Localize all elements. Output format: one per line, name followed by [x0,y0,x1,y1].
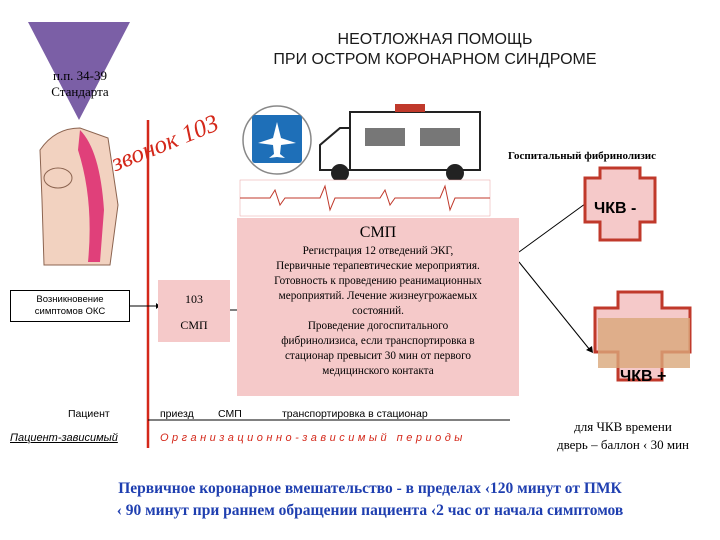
onset-line-1: Возникновение [36,294,104,305]
smp-line: состояний. [352,305,404,317]
ref-line-1: п.п. 34-39 [53,68,107,83]
box-103 [158,280,230,342]
timeline-transport: транспортировка в стационар [282,408,428,420]
patient-dependent-period: Пациент-зависимый [10,432,118,444]
symptom-onset-box: Возникновение симптомов ОКС [10,290,130,322]
pci-door-balloon: для ЧКВ времени дверь – баллон ‹ 30 мин [528,418,718,454]
cath-lab-photo [598,318,690,368]
timeline-arrival: приезд [160,408,194,420]
timeline-smp: СМП [218,408,242,420]
ecg-strip [239,179,491,217]
page-title: НЕОТЛОЖНАЯ ПОМОЩЬ ПРИ ОСТРОМ КОРОНАРНОМ … [200,30,670,70]
org-dependent-period: Организационно-зависимый периоды [160,432,466,444]
smp-line: Проведение догоспитального [307,320,449,332]
smp-body: Регистрация 12 отведений ЭКГ, Первичные … [242,244,514,379]
standard-banner [28,22,130,120]
cross-ckv-minus [583,166,657,242]
smp-header: СМП [359,224,397,241]
onset-line-2: симптомов ОКС [34,306,106,317]
smp-box [237,218,519,396]
smp-line: Регистрация 12 отведений ЭКГ, [302,245,454,257]
pci-line-2: дверь – баллон ‹ 30 мин [556,437,690,452]
title-line-2: ПРИ ОСТРОМ КОРОНАРНОМ СИНДРОМЕ [273,51,597,68]
ref-line-2: Стандарта [51,84,109,99]
smp-line: стационар превысит 30 мин от первого [284,350,472,362]
bottom-line-2: ‹ 90 минут при раннем обращении пациента… [116,502,624,519]
box-103-label: 103 [185,292,203,306]
title-line-1: НЕОТЛОЖНАЯ ПОМОЩЬ [337,31,533,48]
bottom-line-1: Первичное коронарное вмешательство - в п… [118,480,622,497]
bottom-note: Первичное коронарное вмешательство - в п… [30,478,710,522]
smp-line: мероприятий. Лечение жизнеугрожаемых [278,290,478,302]
timeline-patient: Пациент [68,408,110,420]
box-smp-label: СМП [180,318,208,332]
ambulance-icon [319,104,481,182]
patient-illustration [39,127,119,266]
standard-reference: п.п. 34-39 Стандарта [30,68,130,100]
smp-line: фибринолизиса, если транспортировка в [281,335,475,347]
smp-line: Готовность к проведению реанимационных [274,275,482,287]
pci-line-1: для ЧКВ времени [574,419,672,434]
smp-line: Первичные терапевтические мероприятия. [276,260,480,272]
ckv-minus-label: ЧКВ - [594,200,637,217]
plane-icon [242,105,312,175]
ckv-plus-label: ЧКВ + [620,368,667,385]
hospital-fibrinolysis-label: Госпитальный фибринолизис [508,150,656,162]
smp-line: медицинского контакта [322,365,434,377]
